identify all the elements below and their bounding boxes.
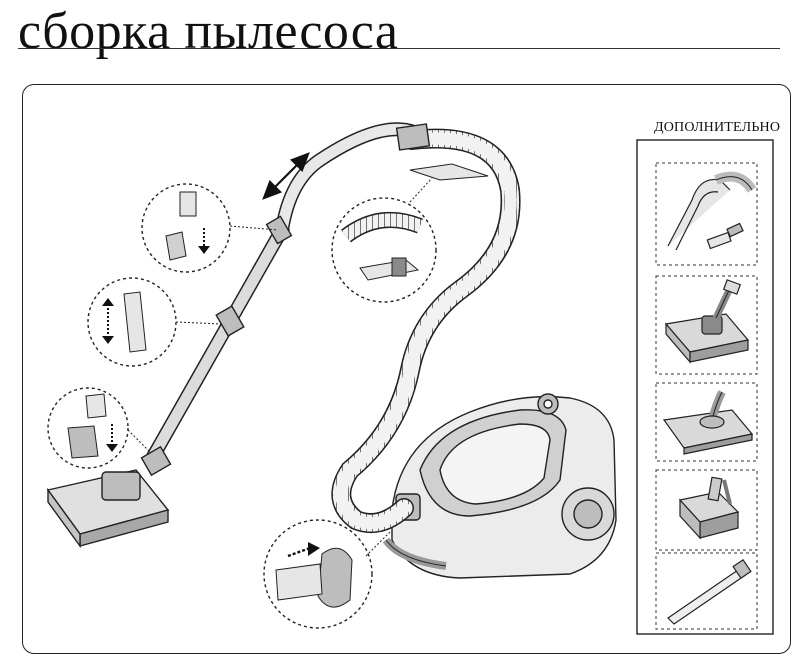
vacuum-body: [382, 393, 617, 579]
turbo-brush-accessory-icon: [678, 476, 740, 540]
page-title: сборка пылесоса: [18, 3, 399, 60]
detail-hose-inlet: [263, 519, 393, 629]
crevice-tool-accessory-icon: [667, 559, 752, 625]
parquet-floor-brush-accessory-icon: [662, 390, 754, 455]
detail-handle-tool: [331, 163, 489, 303]
floor-brush: [46, 469, 170, 549]
detail-brush-connect: [47, 387, 151, 469]
title-underline: [18, 48, 780, 49]
telescopic-tube: [140, 122, 431, 477]
illustration-frame: [22, 84, 791, 654]
detail-tube-lock: [87, 277, 223, 367]
hose-handle-accessory-icon: [667, 171, 757, 251]
extend-arrow-icon: [262, 152, 310, 200]
carpet-floor-brush-accessory-icon: [664, 279, 750, 364]
flexible-hose: [331, 128, 521, 533]
accessories-label: ДОПОЛНИТЕЛЬНО: [654, 120, 781, 135]
detail-tube-connect: [141, 183, 279, 273]
accessories-panel: [636, 139, 774, 635]
